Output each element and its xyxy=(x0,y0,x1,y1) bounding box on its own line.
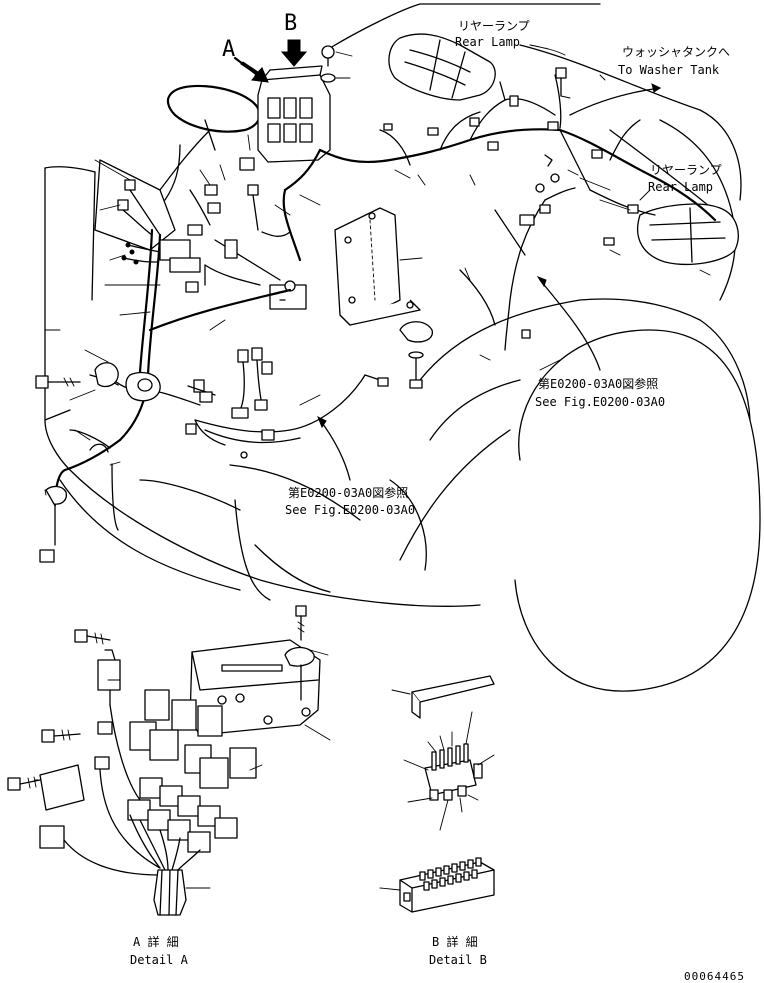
callout-letter-a: A xyxy=(222,37,235,62)
detail-a-title-jp: A 詳 細 xyxy=(133,934,179,949)
rear-lamp-right xyxy=(636,203,739,265)
washer-tank-en: To Washer Tank xyxy=(618,63,720,77)
detail-a-drawing xyxy=(7,605,331,916)
leader-lines xyxy=(44,44,711,496)
harness-left xyxy=(35,228,216,563)
bolt-washer-top xyxy=(320,45,353,83)
ref-right-en: See Fig.E0200-03A0 xyxy=(535,395,665,409)
detail-b-title-en: Detail B xyxy=(429,953,487,967)
harness-upper xyxy=(282,74,717,351)
relay-box-main xyxy=(257,65,331,163)
mounting-bracket xyxy=(334,207,423,326)
washer-tank-arrow xyxy=(569,83,661,116)
rear-lamp-top xyxy=(388,33,496,101)
view-arrow-b xyxy=(280,39,308,67)
harness-center xyxy=(148,288,389,459)
rear-lamp-right-jp: リヤーランプ xyxy=(650,163,722,177)
callout-letter-b: B xyxy=(284,11,297,36)
view-arrow-a xyxy=(233,56,269,83)
ref-center-en: See Fig.E0200-03A0 xyxy=(285,503,415,517)
vehicle-body-outline xyxy=(44,3,761,692)
rear-lamp-top-en: Rear Lamp xyxy=(455,35,520,49)
washer-tank-jp: ウォッシャタンクへ xyxy=(622,45,730,59)
text-labels: A B リヤーランプ Rear Lamp ウォッシャタンクへ To Washer… xyxy=(130,11,745,983)
detail-b-title-jp: B 詳 細 xyxy=(432,934,478,949)
bolts-upper-right xyxy=(535,67,579,193)
drawing-number: 00064465 xyxy=(684,970,745,983)
ref-center-jp: 第E0200-03A0図参照 xyxy=(288,485,408,500)
detail-a-title-en: Detail A xyxy=(130,953,189,967)
detail-b-drawing xyxy=(379,675,495,913)
rear-lamp-right-en: Rear Lamp xyxy=(648,180,713,194)
rear-lamp-top-jp: リヤーランプ xyxy=(458,19,530,33)
clamp-bolt-center xyxy=(399,321,433,389)
ref-right-jp: 第E0200-03A0図参照 xyxy=(538,376,658,391)
dashboard-connectors xyxy=(117,157,307,310)
